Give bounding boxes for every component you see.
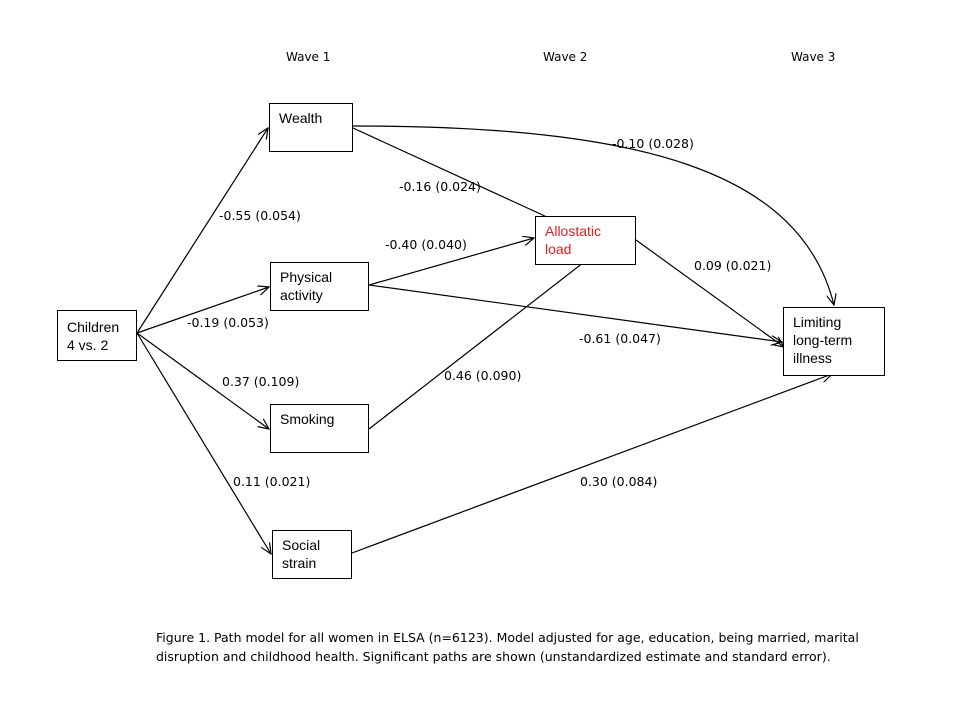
node-wealth-line-1: Wealth (279, 110, 323, 126)
node-social-strain-line-2: strain (282, 555, 317, 571)
coef-children-physical-activity: -0.19 (0.053) (187, 315, 269, 330)
node-physical-activity-line-2: activity (280, 287, 323, 303)
arrow-children-to-smoking (136, 332, 269, 429)
coef-wealth-allostatic-load: -0.16 (0.024) (399, 179, 481, 194)
arrow-physical-activity-to-limiting-illness (368, 284, 782, 342)
arrow-social-strain-to-limiting-illness (351, 374, 832, 554)
arrow-allostatic-load-to-limiting-illness (635, 239, 784, 347)
node-smoking-line-1: Smoking (280, 411, 335, 427)
arrow-wealth-to-limiting-illness (352, 125, 834, 305)
arrow-children-to-wealth (136, 128, 268, 334)
wave-2-header: Wave 2 (543, 50, 588, 64)
node-wealth: Wealth (269, 103, 353, 152)
coef-children-social-strain: 0.11 (0.021) (233, 474, 311, 489)
arrow-smoking-to-allostatic-load (368, 252, 597, 430)
node-allostatic-load: Allostatic load (535, 216, 636, 265)
node-limiting-illness-line-1: Limiting (793, 314, 842, 330)
node-children: Children 4 vs. 2 (57, 310, 137, 361)
arrow-physical-activity-to-allostatic-load (368, 238, 534, 286)
wave-1-header: Wave 1 (286, 50, 331, 64)
node-allostatic-load-line-1: Allostatic (545, 223, 602, 239)
node-physical-activity-line-1: Physical (280, 269, 333, 285)
coef-physical-activity-allostatic-load: -0.40 (0.040) (385, 237, 467, 252)
arrow-layer (136, 125, 834, 554)
coef-social-strain-limiting-illness: 0.30 (0.084) (580, 474, 658, 489)
arrow-children-to-social-strain (136, 332, 271, 554)
node-children-line-2: 4 vs. 2 (67, 337, 109, 353)
coef-children-wealth: -0.55 (0.054) (219, 208, 301, 223)
node-limiting-illness-line-2: long-term (793, 332, 853, 348)
coef-physical-activity-limiting-illness: -0.61 (0.047) (579, 331, 661, 346)
coef-wealth-limiting-illness: -0.10 (0.028) (612, 136, 694, 151)
node-children-line-1: Children (67, 319, 120, 335)
node-social-strain-line-1: Social (282, 537, 321, 553)
node-limiting-illness: Limiting long-term illness (783, 307, 885, 376)
node-limiting-illness-line-3: illness (793, 350, 832, 366)
node-physical-activity: Physical activity (270, 262, 369, 311)
node-smoking: Smoking (270, 404, 369, 453)
coef-allostatic-load-limiting-illness: 0.09 (0.021) (694, 258, 772, 273)
arrow-children-to-physical-activity (136, 287, 269, 334)
figure-caption: Figure 1. Path model for all women in EL… (156, 630, 859, 664)
node-social-strain: Social strain (272, 530, 352, 579)
node-allostatic-load-line-2: load (545, 241, 572, 257)
wave-3-header: Wave 3 (791, 50, 836, 64)
coef-children-smoking: 0.37 (0.109) (222, 374, 300, 389)
coef-smoking-allostatic-load: 0.46 (0.090) (444, 368, 522, 383)
